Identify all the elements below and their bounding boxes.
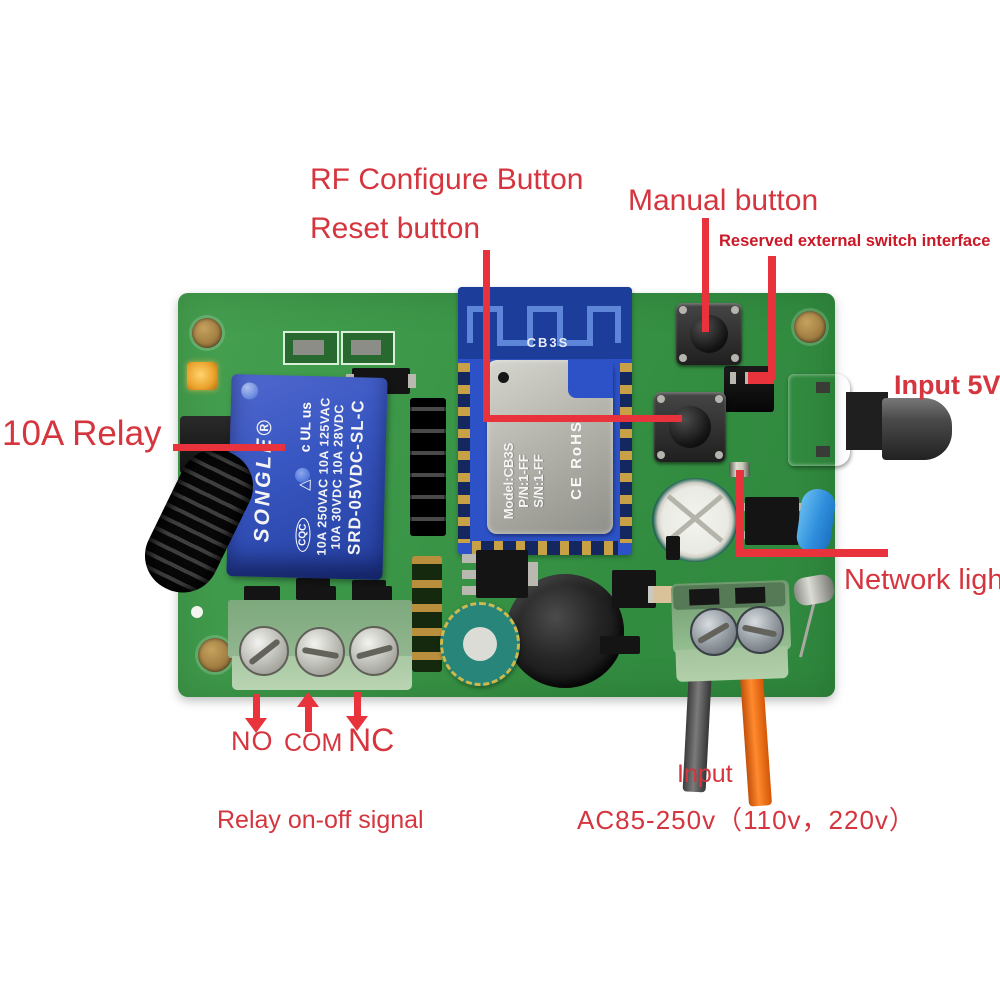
- label-10a-relay: 10A Relay: [2, 414, 162, 453]
- gold-pad-strip: [412, 556, 442, 672]
- micro-usb-port: [788, 374, 850, 466]
- relay-pin-marker: [241, 382, 259, 400]
- smd-diode-2: [600, 636, 640, 654]
- manual-button-component: [676, 303, 742, 365]
- screw-ac-2: [736, 606, 784, 654]
- label-rf-configure-button: RF Configure Button: [310, 163, 584, 196]
- callout-line-reset-v: [483, 250, 490, 422]
- relay-vde-mark: △: [295, 478, 313, 491]
- screw-ac-1: [690, 608, 738, 656]
- arrow-com-shaft: [305, 706, 312, 732]
- label-com: COM: [284, 729, 343, 757]
- shield-model-text: Model:CB3S: [501, 442, 516, 520]
- relay-cqc-mark: CQC: [294, 517, 311, 553]
- status-led: [187, 362, 217, 390]
- label-nc: NC: [348, 722, 395, 758]
- usb-plug-boot: [882, 398, 952, 460]
- arrow-no-head: [245, 718, 267, 733]
- callout-line-reset-h: [483, 415, 682, 422]
- label-input-5v: Input 5V: [894, 370, 1000, 400]
- usb-plug-neck: [846, 392, 888, 450]
- ac-terminal-front: [675, 646, 789, 682]
- mounting-hole-bottom-left: [198, 638, 232, 672]
- screw-com: [295, 627, 345, 677]
- via-hole: [191, 606, 203, 618]
- module-pads-right: [620, 363, 632, 543]
- wifi-shield: Model:CB3S P/N:1-FF S/N:1-FF CE RoHS: [487, 360, 613, 534]
- smd-pad: [408, 374, 416, 388]
- label-manual-button: Manual button: [628, 184, 819, 217]
- antenna-trace-icon: [467, 306, 621, 346]
- screw-no: [239, 626, 289, 676]
- shield-notch: [568, 360, 613, 398]
- callout-line-reserved-stub: [748, 372, 774, 384]
- pin-header-strip: [410, 398, 446, 536]
- relay-model: SRD-05VDC-SL-C: [344, 399, 368, 556]
- network-led: [729, 462, 750, 477]
- mounting-hole-top-left: [192, 318, 222, 348]
- optocoupler-ic: [737, 497, 807, 545]
- label-relay-signal: Relay on-off signal: [217, 806, 424, 834]
- module-pads-left: [458, 363, 470, 543]
- shield-sn-text: S/N:1-FF: [531, 454, 546, 508]
- rf-configure-reset-button-component: [654, 392, 726, 462]
- shield-pin1-dot: [498, 372, 509, 383]
- arrow-com-head: [297, 692, 319, 707]
- arrow-nc-shaft: [354, 692, 361, 718]
- arrow-no-shaft: [253, 694, 260, 720]
- silkscreen-footprint: [341, 331, 395, 365]
- label-ac-input-title: Input: [677, 760, 733, 788]
- label-no: NO: [231, 726, 274, 756]
- callout-line-manual: [702, 218, 709, 332]
- callout-line-reserved-v: [768, 256, 776, 380]
- label-reserved-interface: Reserved external switch interface: [719, 232, 991, 250]
- voltage-regulator: [476, 550, 528, 598]
- wifi-module-label: CB3S: [526, 335, 570, 350]
- relay-ul-mark: c UL us: [296, 401, 314, 453]
- callout-line-relay: [173, 444, 285, 451]
- callout-line-network-v: [736, 470, 744, 556]
- relay-brand-text: SONGLE®: [250, 417, 277, 543]
- bulk-capacitor-top: [652, 478, 738, 562]
- filter-toroid: [440, 602, 520, 686]
- mounting-hole-top-right: [794, 311, 826, 343]
- silkscreen-footprint: [283, 331, 339, 365]
- callout-line-network-h: [736, 549, 888, 557]
- smd-part: [666, 536, 680, 560]
- shield-pn-text: P/N:1-FF: [516, 454, 531, 508]
- arrow-nc-head: [346, 716, 368, 731]
- label-network-light: Network light: [844, 564, 1000, 596]
- label-ac-input-range: AC85-250v（110v，220v）: [577, 805, 916, 835]
- label-reset-button: Reset button: [310, 212, 481, 245]
- screw-nc: [349, 626, 399, 676]
